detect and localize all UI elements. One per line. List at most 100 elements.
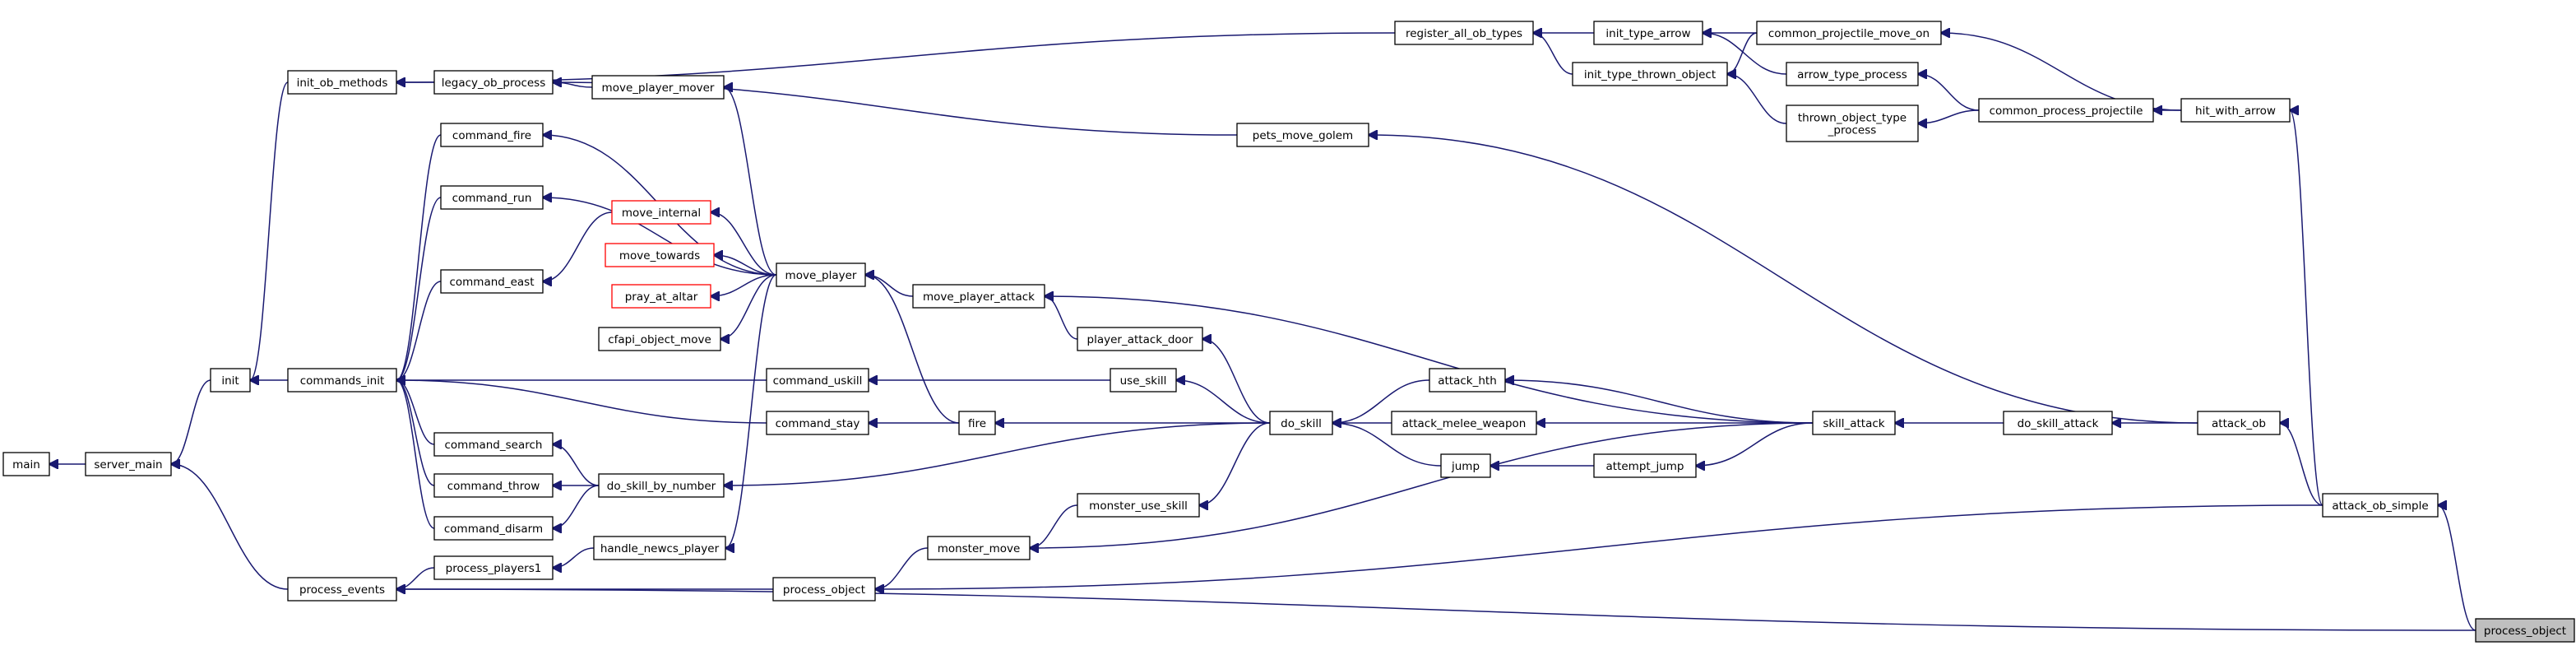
edge-attack-ob-simple-to-hit-with-arrow <box>2290 110 2323 506</box>
node-box <box>1391 411 1537 435</box>
node-label: handle_newcs_player <box>600 542 720 555</box>
node-label: thrown_object_type <box>1798 112 1907 125</box>
node-label: move_towards <box>619 249 700 262</box>
node-legacy-ob-process[interactable]: legacy_ob_process <box>433 70 554 95</box>
node-label: process_object <box>783 583 865 597</box>
node-command-throw[interactable]: command_throw <box>433 473 554 498</box>
node-jump[interactable]: jump <box>1440 453 1491 478</box>
node-label: command_fire <box>452 129 531 142</box>
node-layer: main server_main init init_ob_methodscomman… <box>2 21 2575 643</box>
edge-player-attack-door-to-move-player-attack <box>1045 296 1078 340</box>
node-command-hth[interactable]: attack_hth <box>1429 368 1506 393</box>
node-command-stay[interactable]: command_stay <box>766 411 869 435</box>
edge-skill-attack-to-attempt-jump <box>1696 422 1814 466</box>
node-init[interactable]: init <box>210 368 251 393</box>
node-box <box>912 284 1045 309</box>
edge-common-process-projectile-to-thrown-object-type-process <box>1918 109 1980 123</box>
node-arrow-type-process[interactable]: arrow_type_process <box>1786 62 1919 86</box>
node-monster-use-skill[interactable]: monster_use_skill <box>1077 493 1200 518</box>
node-label: init_ob_methods <box>297 77 388 90</box>
node-label: server_main <box>94 458 162 472</box>
node-label: command_run <box>452 192 532 205</box>
node-init-type-thrown-object[interactable]: init_type_thrown_object <box>1572 62 1728 86</box>
node-label: init_type_arrow <box>1605 27 1690 40</box>
node-process-object[interactable]: process_object <box>772 577 876 602</box>
node-label: fire <box>968 417 986 430</box>
edge-move-internal-to-command-east <box>543 211 613 281</box>
node-common-process-projectile[interactable]: common_process_projectile <box>1978 98 2154 123</box>
node-commands-init[interactable]: commands_init <box>287 368 397 393</box>
node-move-player-mover[interactable]: move_player_mover <box>591 75 725 100</box>
node-box <box>958 411 996 435</box>
node-box <box>1786 105 1919 142</box>
node-command-search[interactable]: command_search <box>433 432 554 457</box>
node-command-east[interactable]: command_east <box>440 269 544 294</box>
node-process-players1[interactable]: process_players1 <box>433 555 554 580</box>
node-player-attack-door[interactable]: player_attack_door <box>1077 327 1203 351</box>
node-init-ob-methods[interactable]: init_ob_methods <box>287 70 397 95</box>
node-process-object-root[interactable]: process_object <box>2475 618 2575 643</box>
node-box <box>287 70 397 95</box>
node-label: command_stay <box>776 417 860 430</box>
node-server-main[interactable]: server_main <box>85 452 172 476</box>
node-label: jump <box>1451 460 1480 473</box>
node-use-skill[interactable]: use_skill <box>1110 368 1177 393</box>
node-box <box>1440 453 1491 478</box>
node-register-all-ob-types[interactable]: register_all_ob_types <box>1394 21 1534 45</box>
node-do-skill[interactable]: do_skill <box>1269 411 1333 435</box>
node-command-fire[interactable]: command_fire <box>440 123 544 147</box>
node-move-player[interactable]: move_player <box>776 262 866 287</box>
node-box <box>611 200 711 225</box>
node-box <box>1110 368 1177 393</box>
edge-do-skill-to-player-attack-door <box>1202 339 1271 424</box>
node-box <box>766 368 869 393</box>
node-do-skill-attack[interactable]: do_skill_attack <box>2003 411 2113 435</box>
node-command-disarm[interactable]: command_disarm <box>433 516 554 541</box>
edge-command-hth-to-do-skill <box>1332 379 1430 423</box>
node-skill-attack[interactable]: skill_attack <box>1812 411 1896 435</box>
node-label: commands_init <box>300 374 385 388</box>
edge-command-run-to-commands-init <box>396 197 442 380</box>
node-label: do_skill <box>1281 417 1322 430</box>
node-handle-newcs-player[interactable]: handle_newcs_player <box>593 536 726 560</box>
node-label: process_players1 <box>446 562 542 575</box>
node-label: attack_hth <box>1438 374 1497 388</box>
node-move-towards[interactable]: move_towards <box>605 243 715 267</box>
node-box <box>2003 411 2113 435</box>
node-pray-at-altar[interactable]: pray_at_altar <box>611 284 711 309</box>
node-box <box>772 577 876 602</box>
node-thrown-object-type-process[interactable]: thrown_object_type_process <box>1786 105 1919 142</box>
node-attack-ob[interactable]: attack_ob <box>2197 411 2281 435</box>
node-command-uskill[interactable]: command_uskill <box>766 368 869 393</box>
node-label: use_skill <box>1120 374 1167 388</box>
node-move-internal[interactable]: move_internal <box>611 200 711 225</box>
node-box <box>210 368 251 393</box>
node-do-skill-by-number[interactable]: do_skill_by_number <box>598 473 725 498</box>
node-box <box>1593 21 1703 45</box>
node-box <box>1236 123 1369 147</box>
node-fire[interactable]: fire <box>958 411 996 435</box>
node-common-projectile-move-on[interactable]: common_projectile_move_on <box>1756 21 1942 45</box>
node-init-type-arrow[interactable]: init_type_arrow <box>1593 21 1703 45</box>
node-main[interactable]: main <box>2 452 50 476</box>
node-cfapi-object-move[interactable]: cfapi_object_move <box>598 327 721 351</box>
node-hit-with-arrow[interactable]: hit_with_arrow <box>2180 98 2291 123</box>
node-label: move_player_mover <box>602 81 715 95</box>
node-box <box>287 368 397 393</box>
node-process-events[interactable]: process_events <box>287 577 397 602</box>
node-attack-ob-simple[interactable]: attack_ob_simple <box>2322 493 2439 518</box>
node-label: command_disarm <box>444 523 543 536</box>
node-attempt-jump[interactable]: attempt_jump <box>1593 453 1697 478</box>
node-move-player-attack[interactable]: move_player_attack <box>912 284 1045 309</box>
node-box <box>2197 411 2281 435</box>
node-monster-move[interactable]: monster_move <box>927 536 1031 560</box>
node-label: command_uskill <box>773 374 863 388</box>
node-command-run[interactable]: command_run <box>440 185 544 210</box>
node-attack-melee-weapon[interactable]: attack_melee_weapon <box>1391 411 1537 435</box>
node-box <box>1394 21 1534 45</box>
node-pets-move-golem[interactable]: pets_move_golem <box>1236 123 1369 147</box>
edge-common-process-projectile-to-arrow-type-process <box>1918 74 1980 111</box>
edge-move-player-to-cfapi-object-move <box>720 274 777 339</box>
node-box <box>1593 453 1697 478</box>
